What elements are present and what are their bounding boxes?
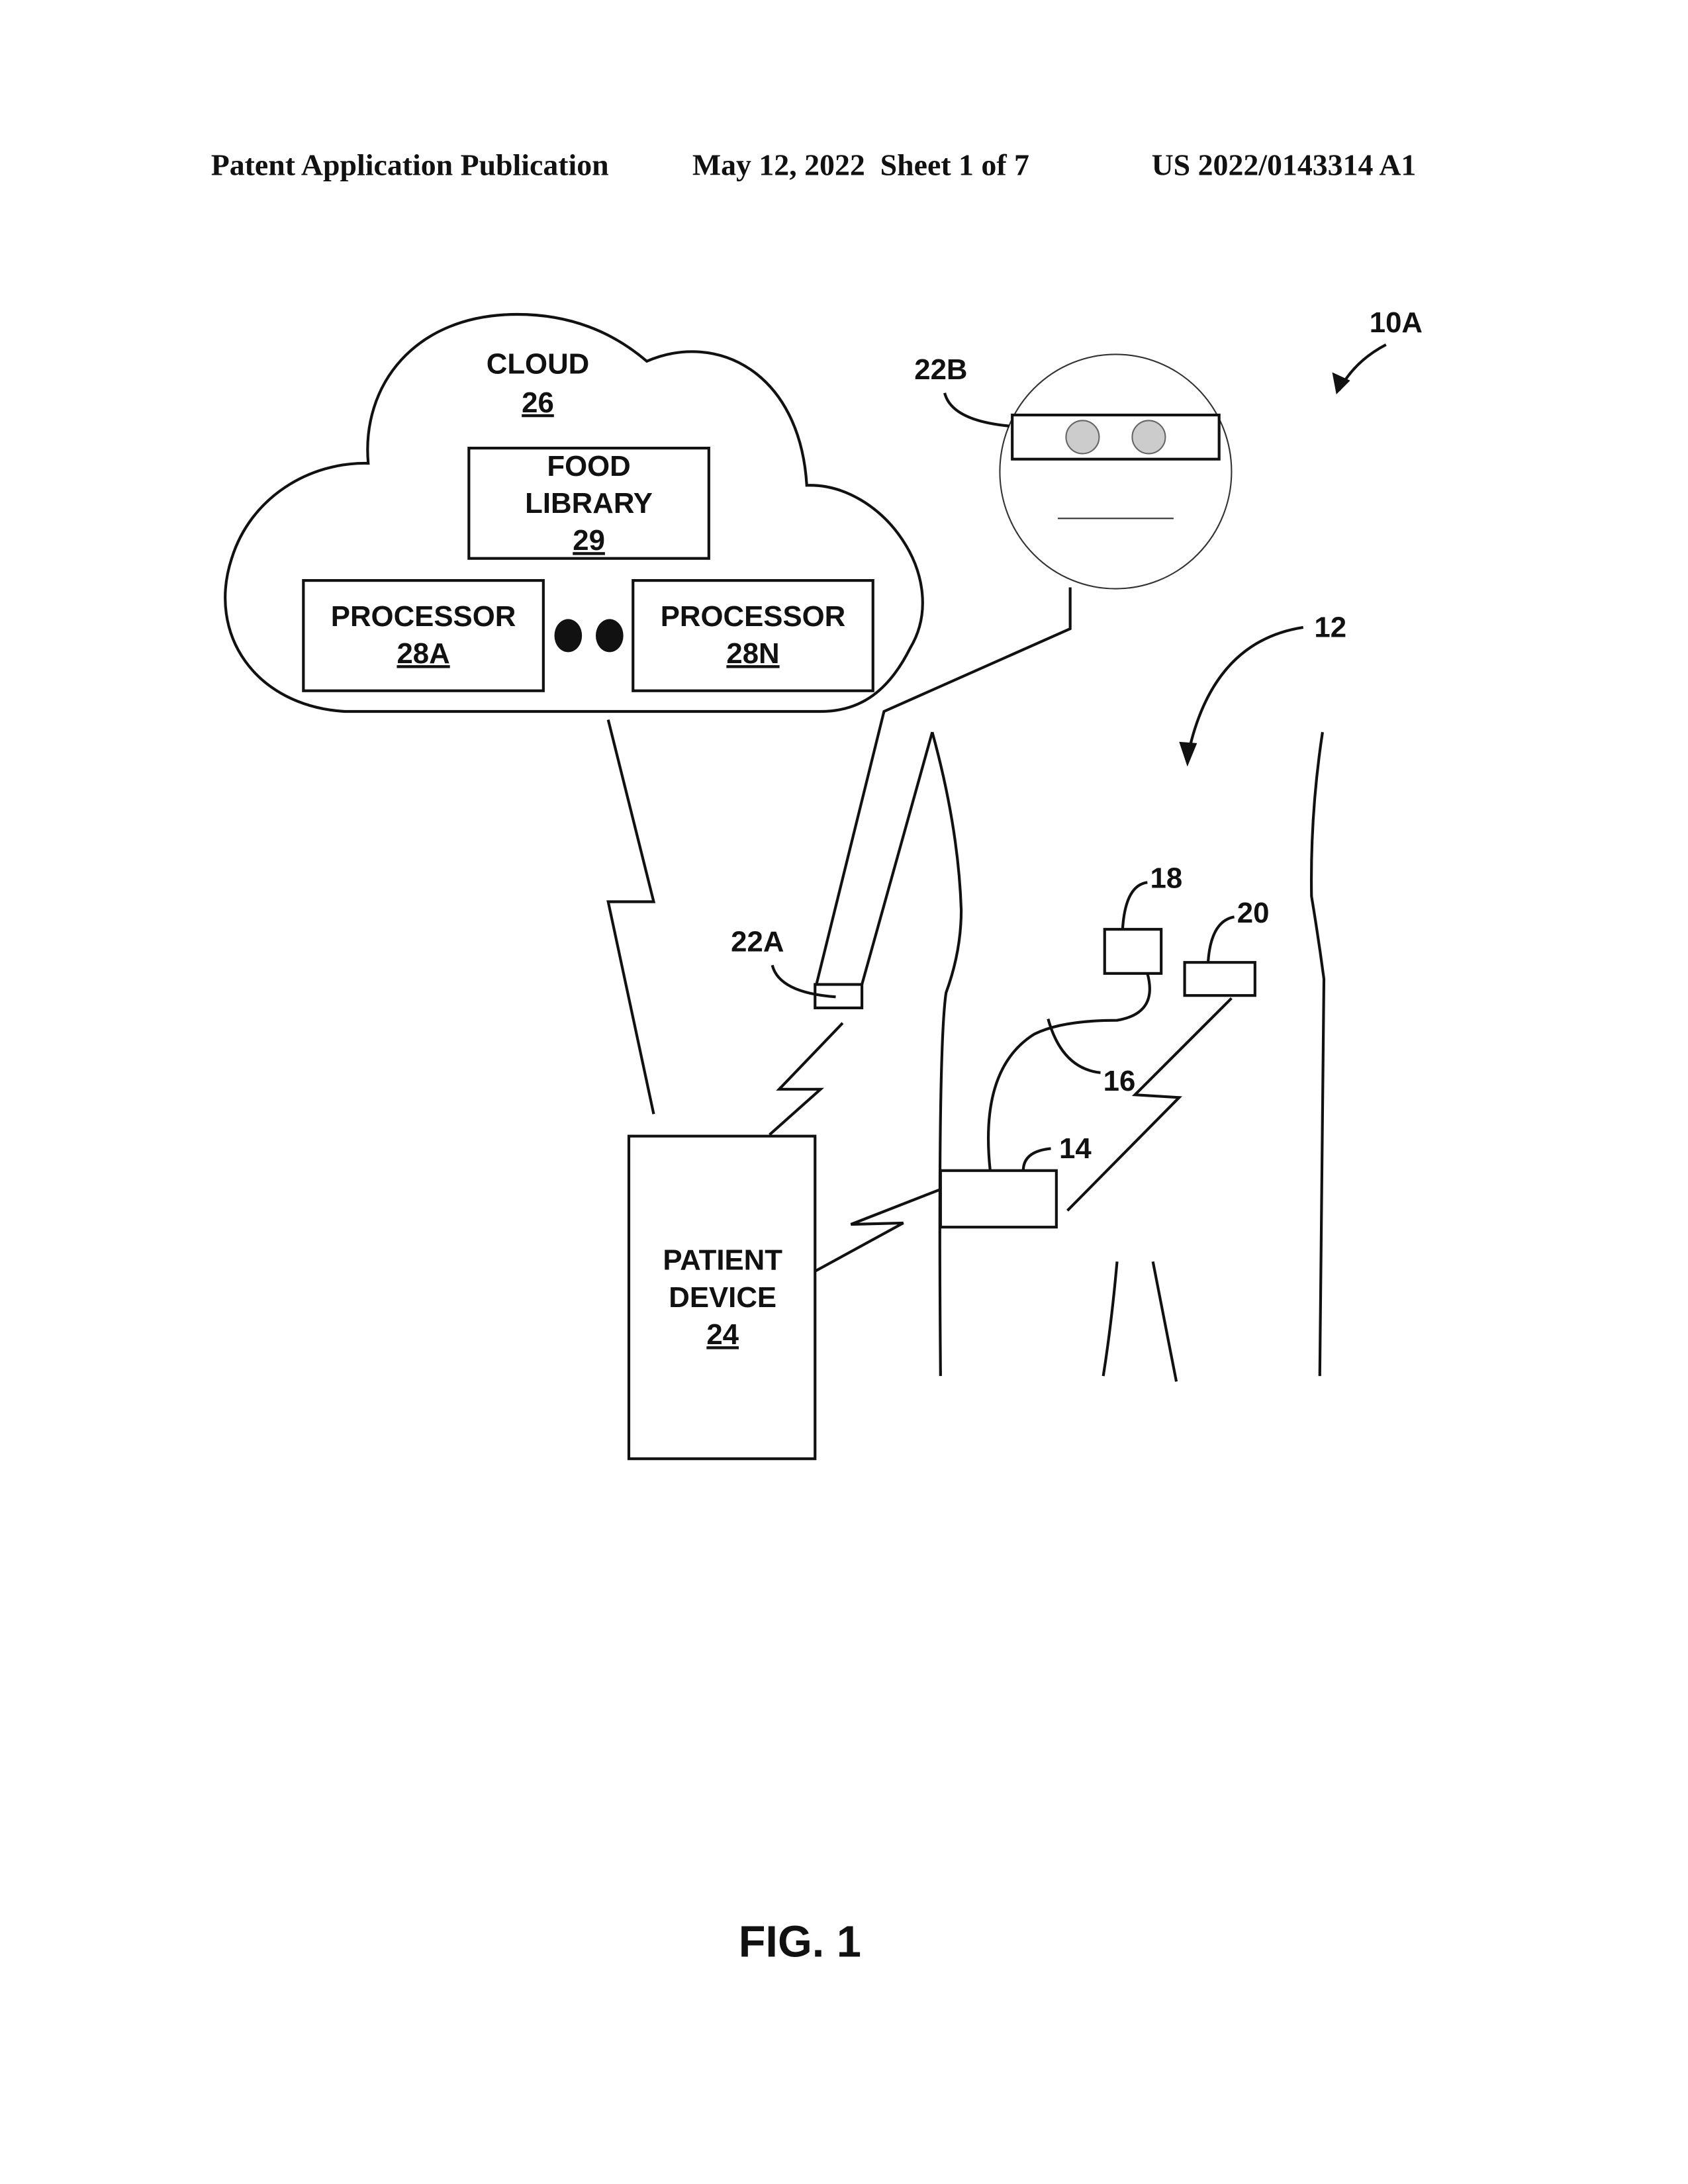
sensor-ref-label: 20 xyxy=(1237,897,1270,929)
cloud-label: CLOUD xyxy=(487,348,590,381)
system-ref-label: 10A xyxy=(1370,306,1423,339)
processor-n-ref: 28N xyxy=(726,637,779,670)
sensor-leader xyxy=(1208,917,1235,962)
wireless-link-sensor xyxy=(1068,998,1232,1210)
wireless-link-wrist xyxy=(770,1023,843,1135)
ellipsis-dot-icon xyxy=(555,619,583,652)
pump-leader xyxy=(1023,1148,1051,1170)
patient-ref-arrow xyxy=(1189,627,1303,751)
sensor-box xyxy=(1185,962,1255,995)
processor-a-label: PROCESSOR xyxy=(331,600,516,633)
processor-a-ref: 28A xyxy=(397,637,449,670)
patient-body-right xyxy=(1311,732,1324,1376)
header-date-sheet: May 12, 2022 Sheet 1 of 7 xyxy=(692,148,1029,182)
infusion-set-box xyxy=(1105,929,1161,974)
patient-device-ref: 24 xyxy=(706,1318,739,1351)
patient-body-left xyxy=(932,732,961,1376)
glasses-ref-label: 22B xyxy=(914,353,967,386)
pump-ref-label: 14 xyxy=(1059,1132,1092,1165)
insulin-pump-box xyxy=(941,1171,1056,1227)
glasses-leader xyxy=(945,393,1009,426)
glasses-lens-icon xyxy=(1132,420,1165,453)
infusion-ref-label: 18 xyxy=(1150,862,1183,895)
ellipsis-dot-icon xyxy=(596,619,624,652)
glasses-lens-icon xyxy=(1066,420,1099,453)
patient-head xyxy=(1000,354,1231,588)
patient-device-line1: PATIENT xyxy=(663,1244,782,1277)
processor-n-box xyxy=(633,580,873,691)
patient-device-line2: DEVICE xyxy=(669,1281,776,1314)
tubing-ref-label: 16 xyxy=(1103,1065,1136,1097)
header-number: US 2022/0143314 A1 xyxy=(1152,148,1417,182)
header-publication: Patent Application Publication xyxy=(211,148,609,182)
patient-leg-left xyxy=(1103,1261,1117,1376)
food-library-ref: 29 xyxy=(573,524,605,557)
wireless-link-pump xyxy=(815,1190,939,1271)
patient-ref-label: 12 xyxy=(1314,612,1346,644)
food-library-line2: LIBRARY xyxy=(525,487,653,520)
patient-leg-right xyxy=(1153,1261,1176,1381)
patient-arm-inner xyxy=(862,732,932,984)
cloud-ref: 26 xyxy=(522,387,554,419)
smart-glasses xyxy=(1012,415,1219,459)
wrist-ref-label: 22A xyxy=(731,926,784,958)
arrowhead-icon xyxy=(1179,742,1197,767)
figure-caption: FIG. 1 xyxy=(739,1917,861,1966)
food-library-line1: FOOD xyxy=(547,450,630,482)
infusion-leader xyxy=(1123,882,1148,929)
processor-n-label: PROCESSOR xyxy=(661,600,846,633)
wireless-link-cloud xyxy=(608,720,654,1115)
processor-a-box xyxy=(303,580,543,691)
